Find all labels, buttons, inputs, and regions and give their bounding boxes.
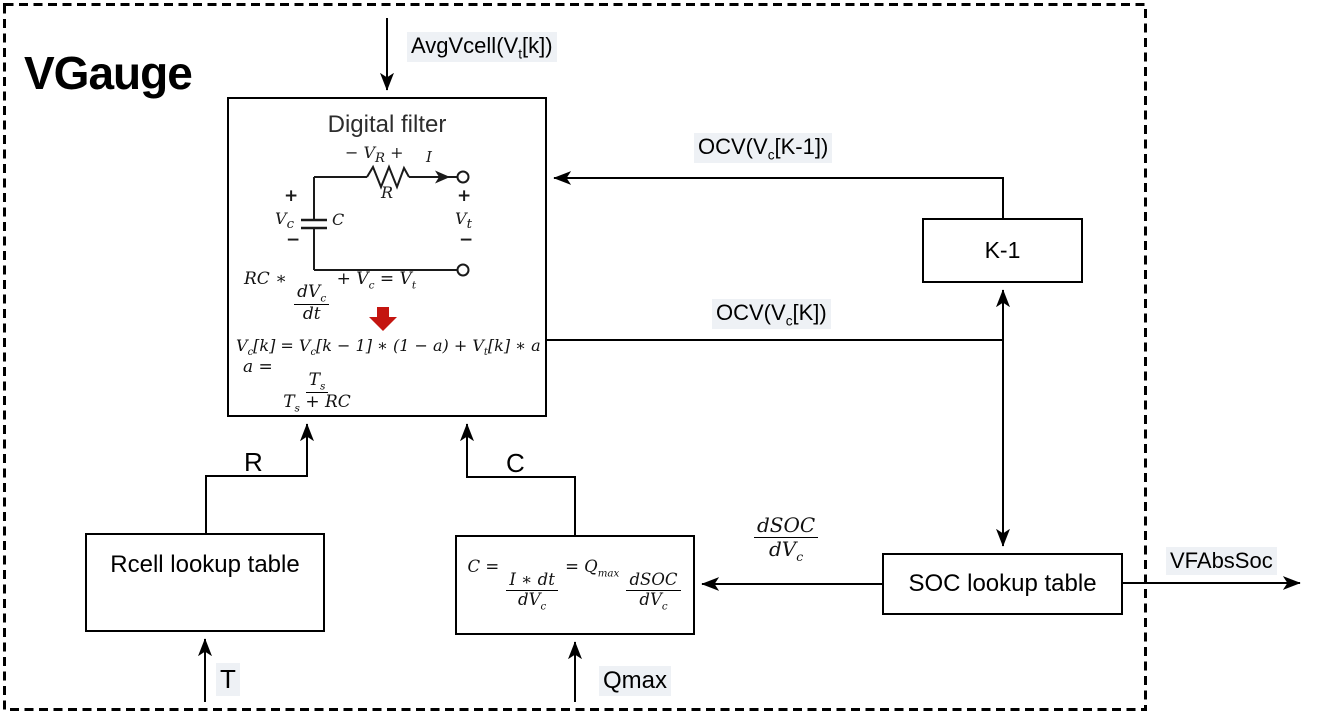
k-minus-1-label: K-1 [984,237,1021,263]
terminal-top-circle [456,170,470,184]
vc-label: Vc [275,209,295,233]
resistor-label: R [381,183,394,202]
resistor-symbol [366,164,410,190]
signal-label-avgvcell: AvgVcell(Vt[k]) [407,32,557,63]
vc-plus-sign: + [284,186,299,206]
terminal-bottom-circle [456,263,470,277]
page-title: VGauge [24,47,193,99]
vt-minus-sign: − [459,230,474,250]
soc-lookup-table-box: SOC lookup table [882,553,1123,615]
equation-discrete: Vc[k] = Vc[k − 1] ∗ (1 − a) + Vt[k] ∗ a [236,336,541,359]
capacitor-label: C [332,210,345,229]
current-label: I [426,148,432,166]
signal-label-ocv-current: OCV(Vc[K]) [712,299,831,330]
current-direction-arrow-icon [435,170,450,184]
signal-label-ocv-previous: OCV(Vc[K-1]) [694,133,833,164]
signal-label-t: T [216,663,240,696]
signal-label-vfabssoc: VFAbsSoc [1166,547,1277,575]
arrow-c-to-filter [460,423,576,535]
rc-circuit-schematic [301,164,470,277]
signal-label-r: R [244,447,263,477]
soc-lookup-table-label: SOC lookup table [908,570,1097,597]
k-minus-1-box: K-1 [922,218,1083,283]
system-boundary-dashed-border [3,3,1147,711]
arrow-ocv-feedback-to-filter [553,171,1004,218]
implies-down-arrow-icon [369,307,397,331]
vr-polarity-label: − VR + [345,143,404,167]
signal-label-qmax: Qmax [599,666,672,696]
arrow-r-to-filter [205,423,314,533]
signal-label-c: C [506,448,525,478]
digital-filter-title: Digital filter [327,111,447,138]
vc-minus-sign: − [286,230,301,250]
rcell-lookup-table-box: Rcell lookup table [85,533,325,632]
vt-plus-sign: + [457,186,472,206]
vt-label: Vt [455,209,472,233]
digital-filter-box: Digital filter − VR + I R + Vc − C + Vt … [227,97,547,417]
rcell-lookup-table-label: Rcell lookup table [110,551,300,578]
